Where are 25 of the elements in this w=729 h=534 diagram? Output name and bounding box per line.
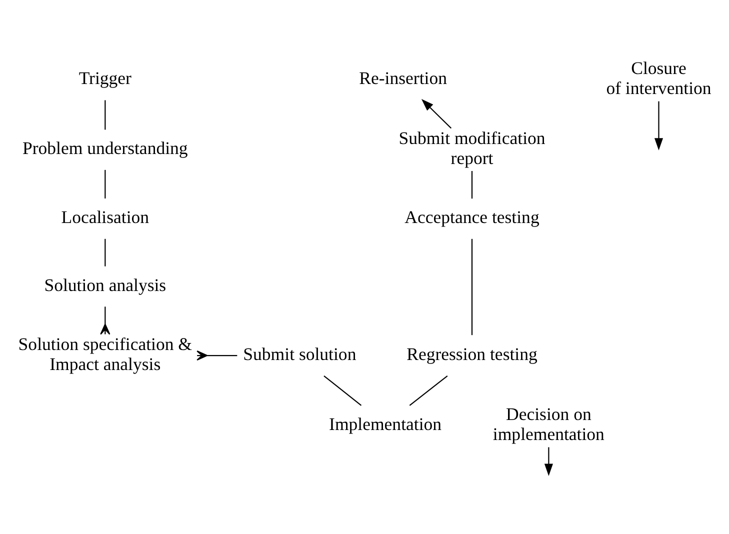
- arrow: [420, 99, 452, 129]
- node-text: Solution specification & Impact analysis: [18, 334, 192, 374]
- connector: [470, 171, 472, 199]
- connector: [470, 238, 472, 336]
- connector: [104, 100, 106, 130]
- arrow: [654, 101, 663, 150]
- connector: [104, 170, 106, 198]
- node-text: Submit modification report: [398, 128, 545, 168]
- connector: [100, 306, 110, 335]
- node-text: Implementation: [328, 414, 442, 434]
- connector: [323, 375, 362, 406]
- node-text: Localisation: [60, 207, 149, 228]
- connector: [408, 375, 448, 406]
- node-text: Re-insertion: [358, 68, 446, 88]
- node-text: Submit solution: [242, 344, 356, 364]
- node-text: Decision on implementation: [492, 404, 604, 444]
- node-text: Closure of intervention: [606, 58, 711, 98]
- node-text: Acceptance testing: [404, 207, 539, 228]
- connector: [196, 350, 237, 361]
- node-text: Problem understanding: [22, 138, 188, 158]
- node-text: Regression testing: [406, 344, 537, 364]
- connector: [104, 238, 106, 266]
- arrow: [544, 447, 552, 476]
- node-text: Solution analysis: [44, 274, 166, 295]
- node-text: Trigger: [78, 68, 131, 88]
